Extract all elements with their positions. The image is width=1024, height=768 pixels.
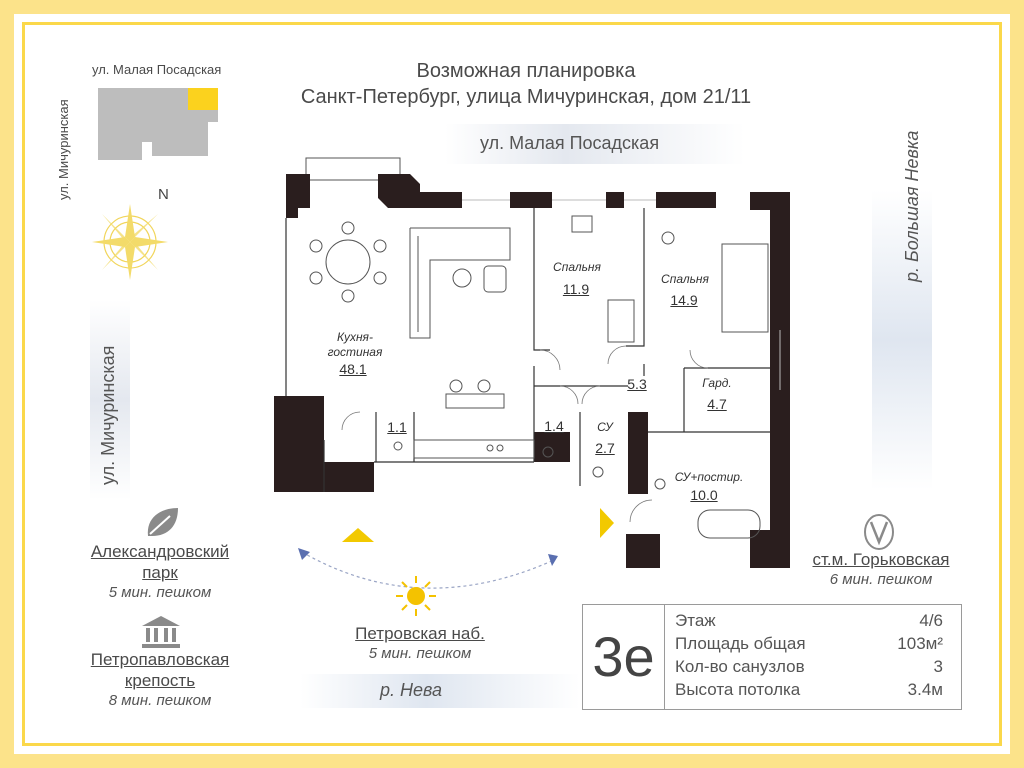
poi-metro-walk: 6 мин. пешком	[829, 571, 933, 588]
poi-embankment-name: Петровская наб.	[355, 624, 485, 643]
street-label-top: ул. Малая Посадская	[480, 133, 660, 153]
floor-plan	[274, 157, 790, 568]
room-area-wardrobe: 4.7	[707, 396, 727, 412]
compass-north-label: N	[158, 186, 169, 203]
room-area-wc: 2.7	[595, 440, 615, 456]
poi-fortress-walk: 8 мин. пешком	[108, 692, 212, 709]
river-label-right: р. Большая Невка	[902, 130, 922, 282]
apartment-info-box: 3е Этаж 4/6 Площадь общая 103м² Кол-во с…	[582, 604, 962, 710]
street-band-top	[445, 124, 745, 164]
poi-metro-name: ст.м. Горьковская	[812, 550, 950, 569]
compass-rose-icon	[92, 204, 168, 280]
site-minimap	[98, 88, 218, 160]
room-area-hall: 5.3	[627, 376, 647, 392]
sun-icon	[396, 576, 436, 616]
metro-icon	[864, 514, 894, 550]
info-label: Высота потолка	[675, 680, 801, 699]
room-area-bath-laundry: 10.0	[690, 487, 718, 503]
info-row-floor: Этаж 4/6	[675, 611, 955, 634]
room-name-bedroom-1: Спальня	[553, 260, 601, 274]
poi-embankment-walk: 5 мин. пешком	[368, 645, 472, 662]
apartment-code: 3е	[583, 605, 665, 709]
street-label-left: ул. Мичуринская	[98, 345, 118, 485]
river-label-bottom: р. Нева	[380, 680, 443, 700]
room-area-bedroom-2: 14.9	[670, 292, 698, 308]
river-band-bottom	[300, 674, 580, 708]
entrance-arrow-icon	[342, 528, 374, 542]
room-area-closet-1: 1.1	[387, 419, 407, 435]
info-value: 3	[933, 657, 943, 676]
info-label: Кол-во санузлов	[675, 657, 805, 676]
info-label: Этаж	[675, 611, 716, 630]
info-value: 4/6	[919, 611, 943, 630]
inner-frame	[22, 22, 1002, 746]
sun-path	[298, 548, 558, 589]
river-band-right	[872, 190, 932, 490]
poi-fortress-name-2: крепость	[124, 671, 196, 690]
info-row-ceiling: Высота потолка 3.4м	[675, 680, 955, 703]
room-name-bath-laundry: СУ+постир.	[674, 470, 744, 484]
room-area-closet-2: 1.4	[544, 418, 564, 434]
poi-park-walk: 5 мин. пешком	[108, 584, 212, 601]
poi-park-name-2: парк	[142, 563, 178, 582]
title-line-2: Санкт-Петербург, улица Мичуринская, дом …	[300, 86, 752, 108]
room-name-bedroom-2: Спальня	[661, 272, 709, 286]
street-band-left	[90, 300, 130, 500]
minimap-street-top: ул. Малая Посадская	[92, 62, 222, 77]
museum-icon	[142, 616, 180, 648]
info-row-area: Площадь общая 103м²	[675, 634, 955, 657]
room-name-wardrobe: Гард.	[702, 376, 732, 390]
leaf-icon	[147, 508, 178, 536]
info-value: 3.4м	[907, 680, 943, 699]
room-area-bedroom-1: 11.9	[562, 281, 590, 297]
room-name-living: Кухня- гостиная	[327, 330, 383, 359]
info-row-bathrooms: Кол-во санузлов 3	[675, 657, 955, 680]
info-label: Площадь общая	[675, 634, 806, 653]
minimap-street-left: ул. Мичуринская	[56, 99, 71, 200]
room-name-wc: СУ	[597, 420, 613, 434]
title-line-1: Возможная планировка	[416, 60, 636, 82]
room-area-living: 48.1	[339, 361, 367, 377]
info-value: 103м²	[897, 634, 943, 653]
poi-fortress-name-1: Петропавловская	[90, 650, 230, 669]
poi-park-name-1: Александровский	[90, 542, 230, 561]
entrance-arrow-side-icon	[600, 508, 614, 538]
